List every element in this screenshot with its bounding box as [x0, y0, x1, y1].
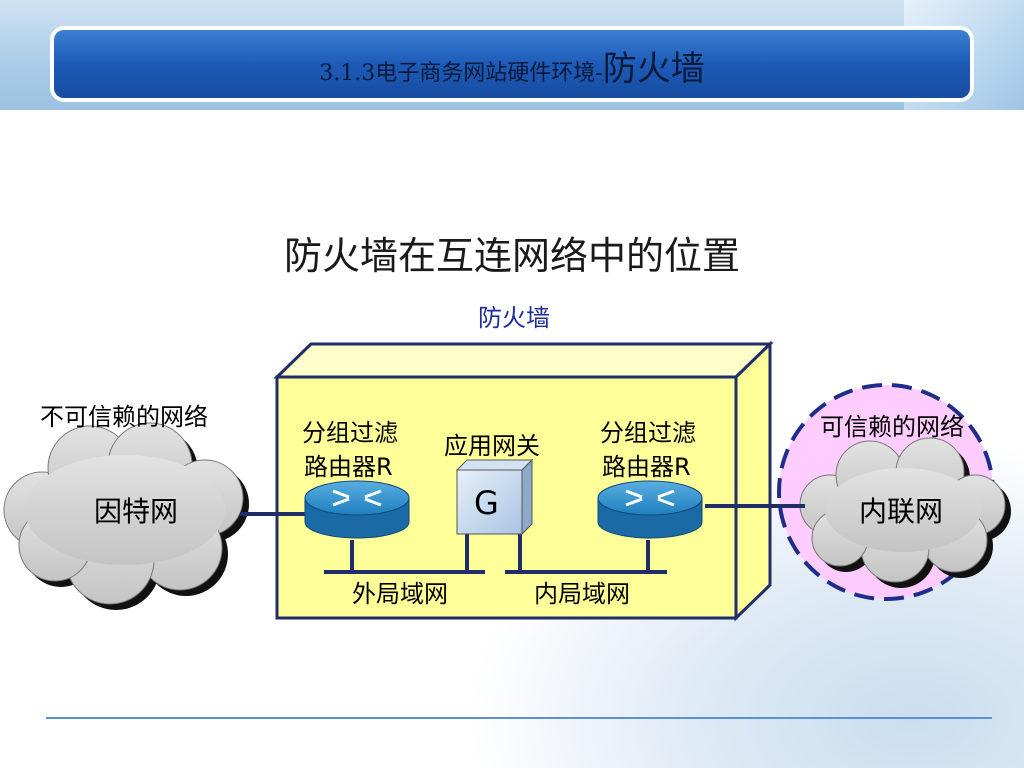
internet-cloud — [3, 422, 249, 610]
intranet-cloud — [799, 437, 1011, 588]
intranet-label: 内联网 — [859, 495, 944, 528]
title-bar: 3.1.3电子商务网站硬件环境-防火墙 — [54, 30, 970, 98]
diagram-heading: 防火墙在互连网络中的位置 — [283, 234, 740, 278]
router-left-label-line1: 分组过滤 — [302, 419, 398, 447]
untrusted-network-label: 不可信赖的网络 — [40, 403, 208, 431]
firewall-label: 防火墙 — [478, 304, 550, 332]
title-topic: 防火墙 — [602, 49, 705, 89]
trusted-network-label: 可信赖的网络 — [820, 413, 964, 441]
slide-title: 3.1.3电子商务网站硬件环境-防火墙 — [54, 30, 970, 98]
connection-lines — [240, 504, 805, 574]
router-right-label-line1: 分组过滤 — [600, 419, 696, 447]
router-left-icon — [304, 480, 410, 539]
router-left-label-line2: 路由器R — [304, 453, 393, 481]
gateway-icon — [455, 458, 534, 536]
inner-lan-label: 内局域网 — [534, 580, 630, 608]
title-section: 3.1.3电子商务网站硬件环境- — [319, 61, 603, 86]
gateway-letter: G — [474, 484, 499, 522]
router-right-icon — [597, 480, 703, 539]
outer-lan-label: 外局域网 — [352, 580, 448, 608]
footer-divider — [46, 717, 992, 719]
internet-label: 因特网 — [94, 495, 179, 528]
gateway-title: 应用网关 — [444, 432, 540, 460]
router-right-label-line2: 路由器R — [602, 453, 691, 481]
